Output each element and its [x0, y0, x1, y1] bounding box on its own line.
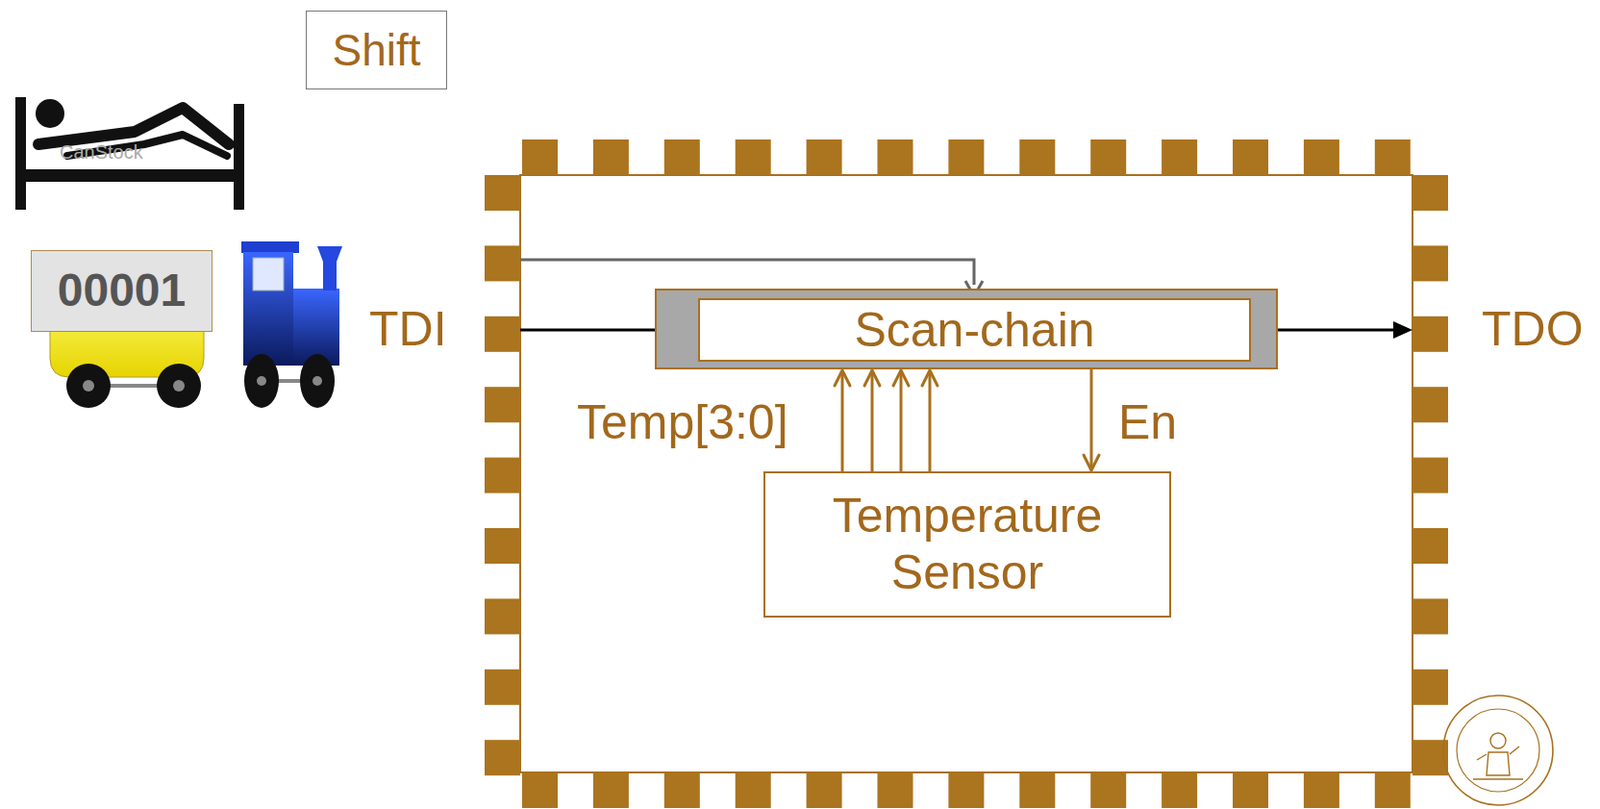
signal-arrow [1083, 369, 1100, 471]
chip-pin [1375, 139, 1411, 175]
chip-pin [1090, 139, 1126, 175]
chip-pin [806, 772, 843, 808]
chip-pin [1019, 772, 1055, 808]
bed-icon [15, 97, 245, 210]
locomotive-icon [241, 241, 343, 408]
chip-pin [877, 139, 914, 175]
scan-chain-inner: Scan-chain [698, 298, 1251, 362]
chip-pin [484, 669, 521, 705]
sensor-box: Temperature Sensor [763, 471, 1172, 618]
chip-pin [1232, 772, 1269, 808]
wagon-label-box: 00001 [30, 250, 213, 332]
chip-pin [877, 772, 914, 808]
pin-name: TDI [369, 300, 448, 358]
chip-pin [1303, 139, 1340, 175]
chip-pin [484, 598, 521, 634]
pin-name: TDO [1481, 300, 1584, 358]
chip-pin [1232, 139, 1269, 175]
chip-pin [1412, 527, 1449, 564]
node-text: Temperature Sensor [775, 487, 1160, 601]
chip-pin [1412, 245, 1449, 281]
node-text: Scan-chain [853, 301, 1095, 359]
signal-name: Temp[3:0] [576, 394, 789, 451]
chip-pin [664, 139, 700, 175]
chip-pin [484, 457, 521, 494]
chip-pin [1303, 772, 1340, 808]
chip-pin [735, 772, 772, 808]
chip-outline [484, 139, 1449, 808]
chip-pin [484, 245, 521, 281]
chip-pin [735, 139, 772, 175]
chip-pin [1375, 772, 1411, 808]
chip-pin [806, 139, 843, 175]
chip-pin [1412, 316, 1449, 352]
scan-chain-box: Scan-chain [654, 288, 1278, 370]
chip-pin [484, 739, 521, 775]
chip-pin [1412, 457, 1449, 494]
chip-pin [1412, 175, 1449, 211]
chip-pin [484, 175, 521, 211]
chip-pin [484, 527, 521, 564]
chip-pin [593, 772, 629, 808]
chip-pin [1019, 139, 1055, 175]
chip-pin [1090, 772, 1126, 808]
chip-pin [1161, 139, 1198, 175]
signal-arrow [834, 370, 938, 472]
chip-pin [1161, 772, 1198, 808]
chip-pin [484, 316, 521, 352]
chip-pin [1412, 598, 1449, 634]
chip-pin [522, 772, 558, 808]
node-text: Shift [331, 24, 421, 76]
signal-name: En [1118, 394, 1177, 451]
university-seal [1443, 695, 1553, 805]
chip-pin [948, 772, 984, 808]
node-text: 00001 [57, 263, 186, 319]
chip-pin [948, 139, 984, 175]
chip-pin [1412, 386, 1449, 423]
shift-box: Shift [305, 10, 448, 90]
watermark: CanStock [59, 141, 144, 165]
chip-pin [593, 139, 629, 175]
chip-pin [664, 772, 700, 808]
chip-pin [522, 139, 558, 175]
chip-pin [484, 386, 521, 423]
chip-pin [1412, 669, 1449, 705]
